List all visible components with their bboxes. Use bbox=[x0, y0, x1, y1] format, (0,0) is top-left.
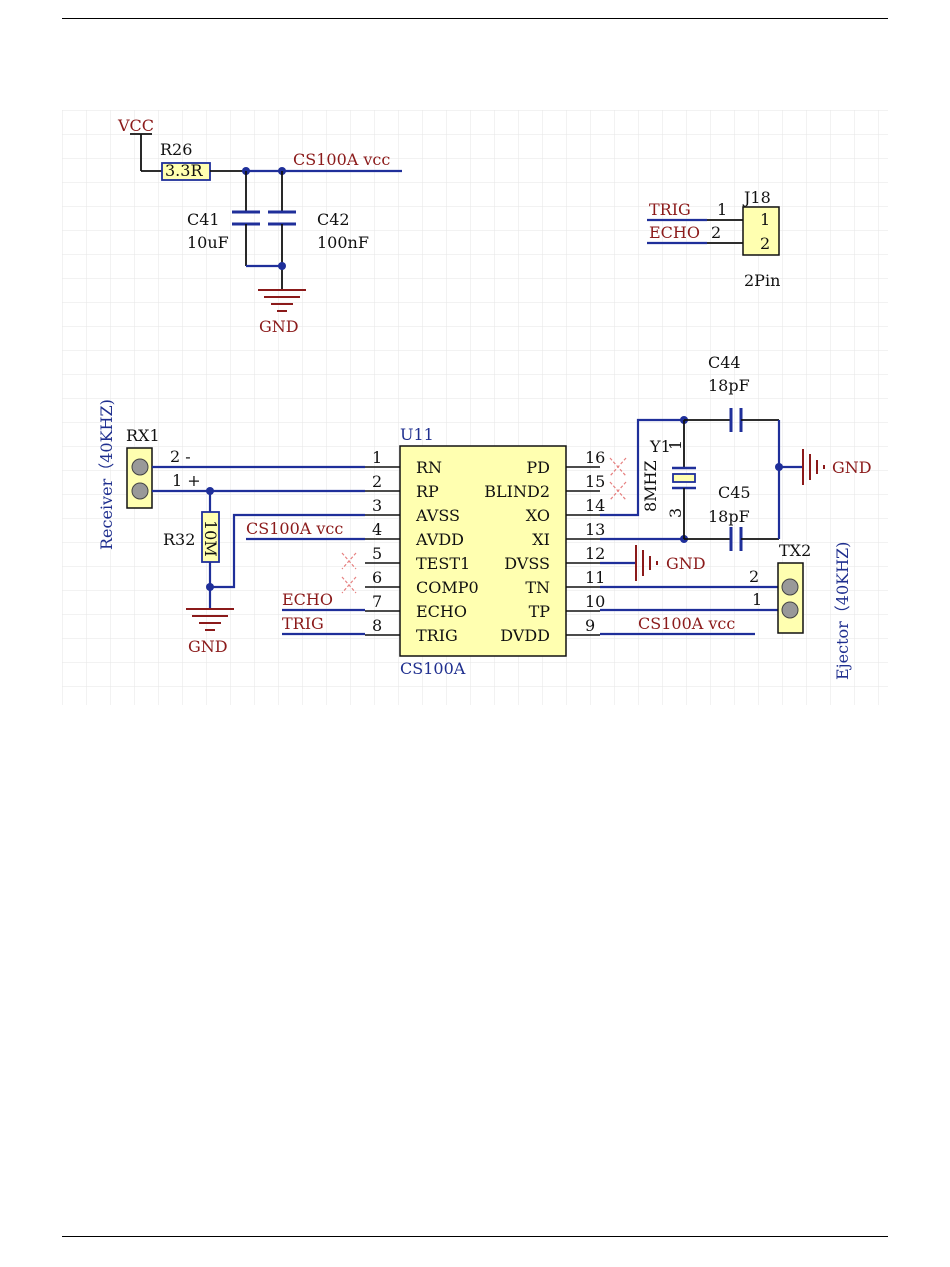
u11-pin-name: XO bbox=[526, 506, 550, 525]
u11-pin-number: 10 bbox=[585, 592, 605, 611]
u11-pin-name: RP bbox=[416, 482, 439, 501]
j18-ref: J18 bbox=[742, 188, 771, 207]
no-connect-pins-15-16 bbox=[609, 457, 627, 501]
gnd-label-dvss: GND bbox=[666, 554, 706, 573]
u11-pin-name: AVDD bbox=[415, 530, 464, 549]
tx2-side-label: Ejector（40KHZ) bbox=[833, 542, 852, 680]
u11-pin-number: 2 bbox=[372, 472, 382, 491]
r32-ref: R32 bbox=[163, 530, 195, 549]
resistor-r32: 10M R32 bbox=[163, 491, 220, 609]
r26-ref: R26 bbox=[160, 140, 192, 159]
u11-pin-name: BLIND2 bbox=[484, 482, 550, 501]
tx2-ref: TX2 bbox=[779, 541, 811, 560]
u11-pin-name: TEST1 bbox=[416, 554, 470, 573]
resistor-r26: 3.3R R26 bbox=[160, 140, 211, 181]
j18-box-pin1: 1 bbox=[760, 210, 770, 229]
header-rule bbox=[62, 18, 888, 19]
capacitor-c41: C41 10uF bbox=[187, 171, 260, 266]
u11-pin-number: 5 bbox=[372, 544, 382, 563]
capacitor-c42: C42 100nF bbox=[268, 171, 369, 290]
j18-net-echo: ECHO bbox=[649, 223, 700, 242]
u11-pin-name: AVSS bbox=[415, 506, 460, 525]
rx1-pin1-label: 1 + bbox=[172, 471, 201, 490]
vcc-symbol: VCC bbox=[117, 116, 154, 171]
rx1-side-label: Receiver（40KHZ) bbox=[97, 399, 116, 550]
gnd-symbol-right: GND bbox=[779, 449, 872, 485]
u11-pin-name: TN bbox=[525, 578, 550, 597]
u11-pin-number: 4 bbox=[372, 520, 382, 539]
gnd-label-right: GND bbox=[832, 458, 872, 477]
u11-ref: U11 bbox=[400, 425, 434, 444]
u11-pin-number: 11 bbox=[585, 568, 605, 587]
cs-vcc-net-label-right: CS100A vcc bbox=[638, 614, 735, 633]
u11-part: CS100A bbox=[400, 659, 466, 678]
u11-pin-name: PD bbox=[526, 458, 550, 477]
capacitor-c44: C44 18pF bbox=[684, 353, 779, 432]
c44-value: 18pF bbox=[708, 376, 750, 395]
j18-net-trig: TRIG bbox=[649, 200, 691, 219]
u11-pin-number: 15 bbox=[585, 472, 605, 491]
u11-pin-name: TP bbox=[529, 602, 551, 621]
u11-pin-number: 13 bbox=[585, 520, 605, 539]
c44-ref: C44 bbox=[708, 353, 741, 372]
vcc-label: VCC bbox=[117, 116, 154, 135]
cs-vcc-net-label-left: CS100A vcc bbox=[246, 519, 343, 538]
r32-value: 10M bbox=[201, 520, 220, 557]
j18-pin1-num: 1 bbox=[717, 200, 727, 219]
u11-pin-number: 3 bbox=[372, 496, 382, 515]
y1-ref: Y1 bbox=[649, 437, 671, 456]
u11-pin-number: 1 bbox=[372, 448, 382, 467]
gnd-symbol-left: GND bbox=[186, 608, 234, 656]
footer-rule bbox=[62, 1236, 888, 1237]
trig-net-label: TRIG bbox=[282, 614, 324, 633]
y1-pin3: 3 bbox=[666, 508, 685, 518]
connector-rx1: RX1 Receiver（40KHZ) 2 - 1 + bbox=[97, 399, 201, 550]
j18-box-pin2: 2 bbox=[760, 234, 770, 253]
c45-ref: C45 bbox=[718, 483, 751, 502]
c45-value: 18pF bbox=[708, 507, 750, 526]
u11-pin-name: TRIG bbox=[416, 626, 458, 645]
u11-pin-name: DVDD bbox=[500, 626, 550, 645]
u11-pin-number: 8 bbox=[372, 616, 382, 635]
j18-pin2-num: 2 bbox=[711, 223, 721, 242]
u11-body bbox=[399, 445, 567, 657]
rx1-pin2-label: 2 - bbox=[170, 447, 191, 466]
junction bbox=[278, 262, 286, 270]
gnd-label-left: GND bbox=[188, 637, 228, 656]
connector-j18: J18 1 2 1 2 TRIG ECHO 2Pin bbox=[647, 188, 780, 290]
u11-pin-name: XI bbox=[532, 530, 550, 549]
r26-value: 3.3R bbox=[165, 161, 203, 180]
gnd-label-top: GND bbox=[259, 317, 299, 336]
tx2-pin1-label: 1 bbox=[752, 590, 762, 609]
u11-pin-number: 6 bbox=[372, 568, 382, 587]
c42-value: 100nF bbox=[317, 233, 369, 252]
u11-pin-name: COMP0 bbox=[416, 578, 479, 597]
u11-pin-name: ECHO bbox=[416, 602, 467, 621]
tx2-pin2-label: 2 bbox=[749, 567, 759, 586]
u11-pin-number: 14 bbox=[585, 496, 605, 515]
connector-tx2: TX2 2 1 Ejector（40KHZ) bbox=[749, 541, 852, 680]
u11-pin-number: 16 bbox=[585, 448, 605, 467]
u11-pin-number: 12 bbox=[585, 544, 605, 563]
cs-vcc-net-label-top: CS100A vcc bbox=[293, 150, 390, 169]
gnd-symbol-dvss: GND bbox=[600, 545, 706, 581]
c41-ref: C41 bbox=[187, 210, 220, 229]
c42-ref: C42 bbox=[317, 210, 350, 229]
u11-pin-number: 9 bbox=[585, 616, 595, 635]
c41-value: 10uF bbox=[187, 233, 229, 252]
y1-value: 8MHZ bbox=[641, 460, 660, 512]
crystal-y1: Y1 8MHZ 1 3 bbox=[641, 420, 696, 539]
gnd-symbol-top: GND bbox=[258, 289, 306, 336]
capacitor-c45: C45 18pF bbox=[684, 483, 779, 551]
u11-pin-number: 7 bbox=[372, 592, 382, 611]
y1-pin1: 1 bbox=[666, 440, 685, 450]
j18-name: 2Pin bbox=[744, 271, 780, 290]
u11-pin-name: RN bbox=[416, 458, 442, 477]
echo-net-label: ECHO bbox=[282, 590, 333, 609]
no-connect-pins-5-6 bbox=[341, 552, 357, 594]
rx1-ref: RX1 bbox=[126, 426, 160, 445]
u11-pin-name: DVSS bbox=[504, 554, 550, 573]
